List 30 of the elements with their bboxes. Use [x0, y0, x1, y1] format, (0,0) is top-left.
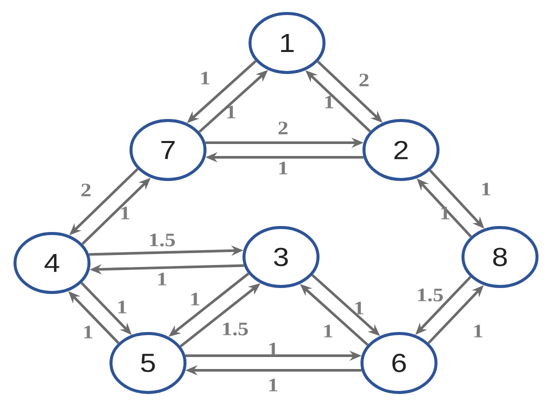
- edge-label: 1: [118, 300, 126, 314]
- edge-label: 1.5: [223, 322, 248, 336]
- circle-node: 1: [248, 12, 326, 74]
- circle-node: 5: [110, 332, 186, 394]
- circle-node: 8: [462, 226, 538, 288]
- edge-label: 1: [269, 378, 278, 392]
- circle-node: 4: [14, 232, 90, 294]
- edge-label: 1: [355, 302, 364, 314]
- circle-node: 7: [130, 119, 206, 181]
- edge-label: 1.5: [418, 288, 443, 302]
- circle-node: 2: [362, 119, 440, 181]
- edge-label: 1: [191, 292, 200, 306]
- edge-label: 1: [441, 206, 450, 220]
- edge-label: 1: [482, 182, 490, 196]
- edge-label: 1: [474, 324, 482, 338]
- edge-label: 1: [121, 206, 130, 220]
- edge-label: 1: [84, 326, 92, 338]
- edge-label: 1: [227, 106, 236, 118]
- edge-label: 2: [359, 74, 369, 86]
- edge-label: 1: [269, 342, 278, 356]
- edge-label: 1: [325, 96, 334, 108]
- edge-label: 1: [279, 162, 288, 174]
- edge-label: 1: [324, 324, 332, 338]
- edge-label: 1.5: [150, 234, 175, 246]
- circle-node: 6: [360, 332, 438, 394]
- edge-label: 2: [81, 184, 91, 196]
- circle-node: 3: [242, 226, 320, 288]
- edge-label: 1: [201, 72, 210, 84]
- edge-label: 1: [158, 272, 166, 286]
- edge-label: 2: [278, 122, 288, 134]
